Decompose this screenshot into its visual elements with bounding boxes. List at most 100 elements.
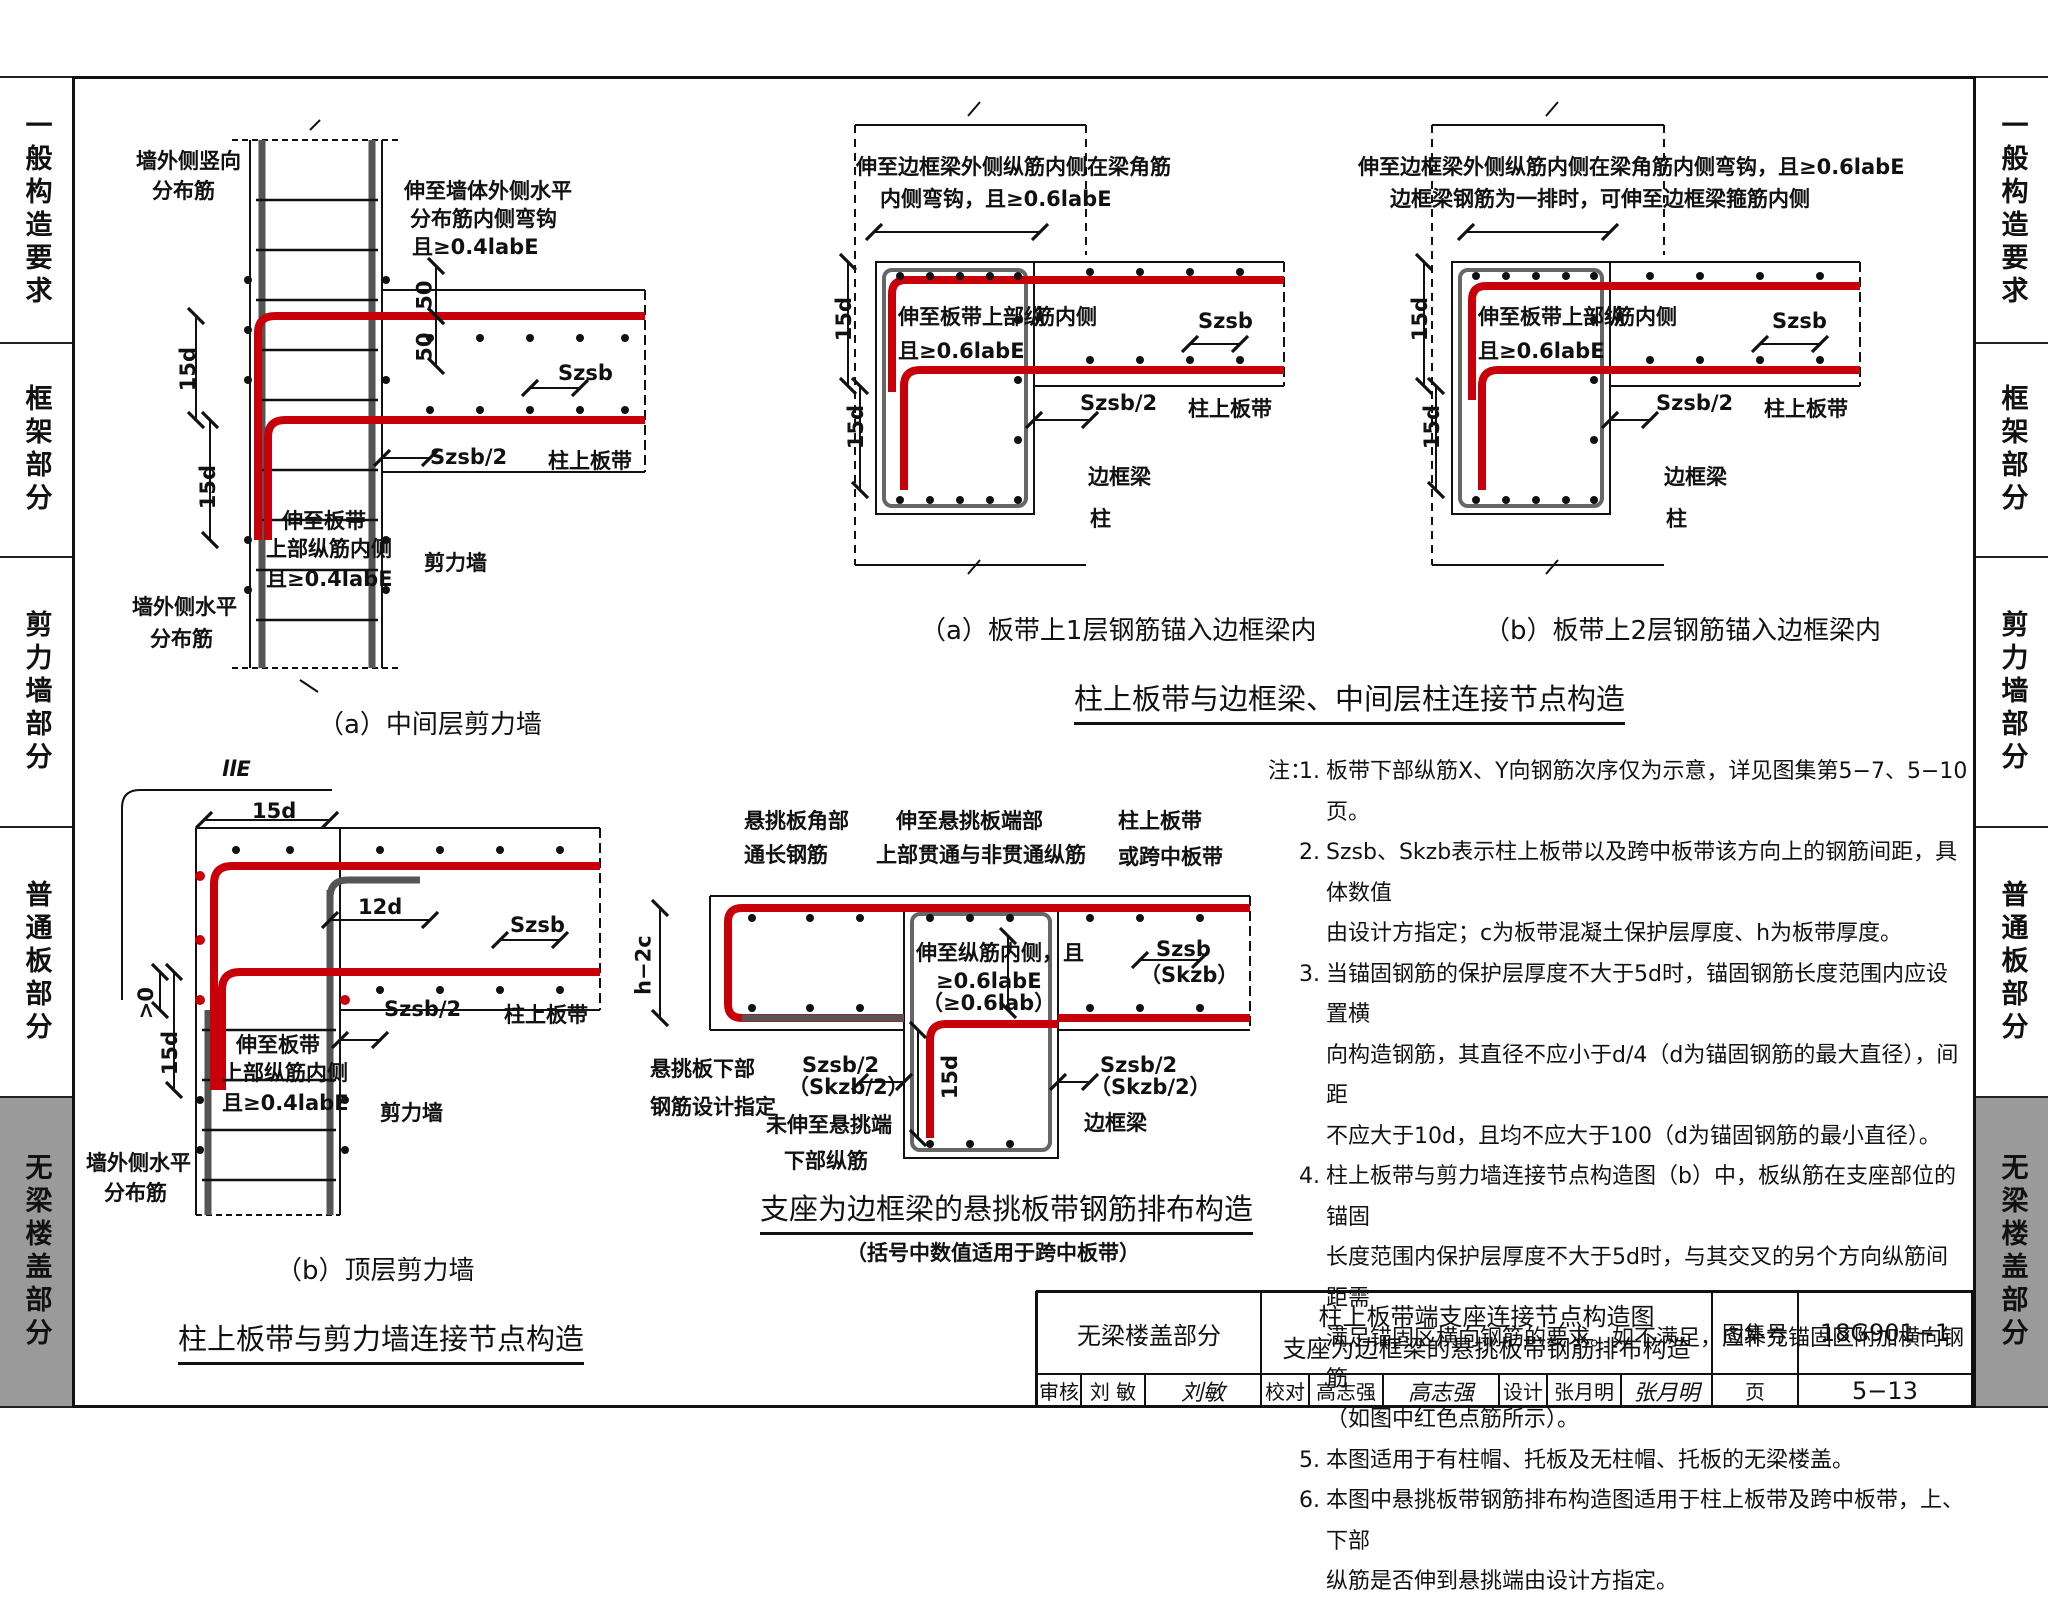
label: 柱 bbox=[1090, 507, 1111, 531]
label: 伸至板带 bbox=[282, 509, 366, 533]
section-title: 柱上板带与剪力墙连接节点构造 bbox=[178, 1316, 585, 1365]
side-tab-slab[interactable]: 普通板部分 bbox=[1976, 828, 2048, 1098]
dim-label: （Skzb） bbox=[1140, 963, 1239, 987]
label: 分布筋 bbox=[104, 1181, 167, 1205]
note-number bbox=[1268, 1036, 1326, 1117]
label: 未伸至悬挑端 bbox=[766, 1113, 892, 1137]
label: 边框梁 bbox=[1084, 1111, 1147, 1135]
label: ≥0.6labE bbox=[936, 969, 1042, 993]
tb-title-line1: 柱上板带端支座连接节点构造图 bbox=[1318, 1303, 1655, 1331]
label: 伸至纵筋内侧，且 bbox=[916, 941, 1084, 965]
label: 且≥0.6labE bbox=[1478, 339, 1605, 363]
note-line: 3.当锚固钢筋的保护层厚度不大于5d时，锚固钢筋长度范围内应设置横 bbox=[1268, 955, 1968, 1036]
left-section-sidebar: 一般构造要求 框架部分 剪力墙部分 普通板部分 无梁楼盖部分 bbox=[0, 76, 72, 1408]
section-title: 支座为边框梁的悬挑板带钢筋排布构造 bbox=[760, 1186, 1254, 1235]
note-text: 当锚固钢筋的保护层厚度不大于5d时，锚固钢筋长度范围内应设置横 bbox=[1326, 961, 1948, 1028]
note-number: 6. bbox=[1299, 1488, 1320, 1513]
tb-check: 校对 bbox=[1260, 1373, 1310, 1408]
label: 边框梁钢筋为一排时，可伸至边框梁箍筋内侧 bbox=[1390, 187, 1810, 211]
dim-label: Szsb/2 bbox=[430, 445, 508, 469]
label: 筋内侧 bbox=[1034, 305, 1097, 329]
tb-atlas-label: 图集号 bbox=[1711, 1291, 1799, 1375]
side-tab-flatslab[interactable]: 无梁楼盖部分 bbox=[0, 1098, 72, 1408]
dim-label: 15d bbox=[1408, 296, 1433, 342]
side-tab-slab[interactable]: 普通板部分 bbox=[0, 828, 72, 1098]
figure-caption: （b）板带上2层钢筋锚入边框梁内 bbox=[1484, 616, 1882, 646]
dim-label: Szsb bbox=[1772, 309, 1827, 333]
note-text: 本图适用于有柱帽、托板及无柱帽、托板的无梁楼盖。 bbox=[1326, 1447, 1855, 1473]
label: 剪力墙 bbox=[424, 551, 487, 575]
side-tab-frame[interactable]: 框架部分 bbox=[1976, 344, 2048, 558]
label: 上部纵筋内侧 bbox=[266, 537, 392, 561]
note-line: （如图中红色点筋所示）。 bbox=[1268, 1400, 1968, 1441]
note-text: 由设计方指定；c为板带混凝土保护层厚度、h为板带厚度。 bbox=[1326, 921, 1903, 946]
label: 下部纵筋 bbox=[784, 1149, 868, 1173]
side-tab-flatslab[interactable]: 无梁楼盖部分 bbox=[1976, 1098, 2048, 1408]
section-title: 柱上板带与边框梁、中间层柱连接节点构造 bbox=[1074, 676, 1626, 725]
dim-label: 50 bbox=[412, 280, 437, 310]
drawing-frame bbox=[72, 76, 1976, 1408]
side-tab-label: 普通板部分 bbox=[1996, 879, 2028, 1045]
tb-title: 柱上板带端支座连接节点构造图 支座为边框梁的悬挑板带钢筋排布构造 bbox=[1260, 1291, 1713, 1375]
notes-label: 注： bbox=[1268, 759, 1313, 784]
label: 伸至墙体外侧水平 bbox=[404, 179, 572, 203]
dim-label: （Skzb/2） bbox=[1090, 1075, 1211, 1099]
dim-label: llE bbox=[222, 757, 251, 781]
side-tab-general[interactable]: 一般构造要求 bbox=[0, 76, 72, 344]
note-number: 5. bbox=[1299, 1447, 1320, 1473]
label: 上部贯通与非贯通纵筋 bbox=[876, 843, 1086, 867]
label: 悬挑板下部 bbox=[650, 1057, 755, 1081]
tb-section: 无梁楼盖部分 bbox=[1036, 1291, 1262, 1375]
label: 且≥0.4labE bbox=[412, 235, 539, 259]
dim-label: Szsb/2 bbox=[1100, 1053, 1178, 1077]
tb-reviewer-signature: 刘敏 bbox=[1144, 1373, 1262, 1408]
label: 柱上板带 bbox=[504, 1003, 588, 1027]
side-tab-label: 剪力墙部分 bbox=[1996, 609, 2028, 775]
label: 伸至边框梁外侧纵筋内侧在梁角筋 bbox=[856, 155, 1171, 179]
tb-checker-signature: 高志强 bbox=[1382, 1373, 1500, 1408]
dim-label: 50 bbox=[412, 332, 437, 362]
side-tab-label: 框架部分 bbox=[20, 384, 52, 516]
side-tab-general[interactable]: 一般构造要求 bbox=[1976, 76, 2048, 344]
label: 柱 bbox=[1666, 507, 1687, 531]
label: 伸至板带上部纵 bbox=[898, 305, 1045, 329]
dim-label: 12d bbox=[358, 895, 403, 919]
note-text: 纵筋是否伸到悬挑端由设计方指定。 bbox=[1326, 1569, 1679, 1594]
side-tab-label: 无梁楼盖部分 bbox=[20, 1153, 52, 1351]
label: 伸至板带上部纵 bbox=[1478, 305, 1625, 329]
tb-title-line2: 支座为边框梁的悬挑板带钢筋排布构造 bbox=[1282, 1335, 1691, 1363]
label: 且≥0.4labE bbox=[222, 1091, 349, 1115]
note-number: 2. bbox=[1299, 840, 1320, 865]
side-tab-frame[interactable]: 框架部分 bbox=[0, 344, 72, 558]
note-line: 5.本图适用于有柱帽、托板及无柱帽、托板的无梁楼盖。 bbox=[1268, 1441, 1968, 1482]
side-tab-label: 剪力墙部分 bbox=[20, 609, 52, 775]
note-number bbox=[1268, 914, 1326, 955]
side-tab-label: 一般构造要求 bbox=[1996, 111, 2028, 309]
note-line: 由设计方指定；c为板带混凝土保护层厚度、h为板带厚度。 bbox=[1268, 914, 1968, 955]
note-text: Szsb、Skzb表示柱上板带以及跨中板带该方向上的钢筋间距，具体数值 bbox=[1326, 840, 1958, 906]
label: 伸至悬挑板端部 bbox=[896, 809, 1043, 833]
side-tab-shearwall[interactable]: 剪力墙部分 bbox=[1976, 558, 2048, 828]
dim-label: 15d bbox=[844, 404, 869, 450]
note-text: 向构造钢筋，其直径不应小于d/4（d为锚固钢筋的最大直径），间距 bbox=[1326, 1042, 1959, 1109]
side-tab-shearwall[interactable]: 剪力墙部分 bbox=[0, 558, 72, 828]
note-text: 本图中悬挑板带钢筋排布构造图适用于柱上板带及跨中板带，上、下部 bbox=[1326, 1488, 1965, 1554]
tb-designer-signature: 张月明 bbox=[1620, 1373, 1713, 1408]
dim-label: Szsb/2 bbox=[384, 997, 462, 1021]
right-section-sidebar: 一般构造要求 框架部分 剪力墙部分 普通板部分 无梁楼盖部分 bbox=[1976, 76, 2048, 1408]
label: 墙外侧水平 bbox=[132, 595, 237, 619]
wall-b-drawing bbox=[121, 789, 601, 1216]
notes-block: 注： 1.板带下部纵筋X、Y向钢筋次序仅为示意，详见图集第5−7、5−10页。2… bbox=[1268, 752, 1968, 1603]
note-text: 长度范围内保护层厚度不大于5d时，与其交叉的另个方向纵筋间距需 bbox=[1326, 1245, 1948, 1311]
side-tab-label: 普通板部分 bbox=[20, 879, 52, 1045]
drawing-canvas bbox=[121, 101, 1973, 1408]
label: 剪力墙 bbox=[380, 1101, 443, 1125]
beam-a-drawing bbox=[838, 101, 1285, 575]
beam-b-drawing bbox=[1414, 101, 1861, 575]
dim-label: Szsb/2 bbox=[802, 1053, 880, 1077]
dim-label: 15d bbox=[1420, 404, 1445, 450]
figure-caption: （b）顶层剪力墙 bbox=[276, 1256, 475, 1286]
label: （≥0.6lab） bbox=[922, 991, 1056, 1015]
note-text: 不应大于10d，且均不应大于100（d为锚固钢筋的最小直径）。 bbox=[1326, 1123, 1941, 1149]
wall-a-drawing bbox=[186, 119, 646, 693]
